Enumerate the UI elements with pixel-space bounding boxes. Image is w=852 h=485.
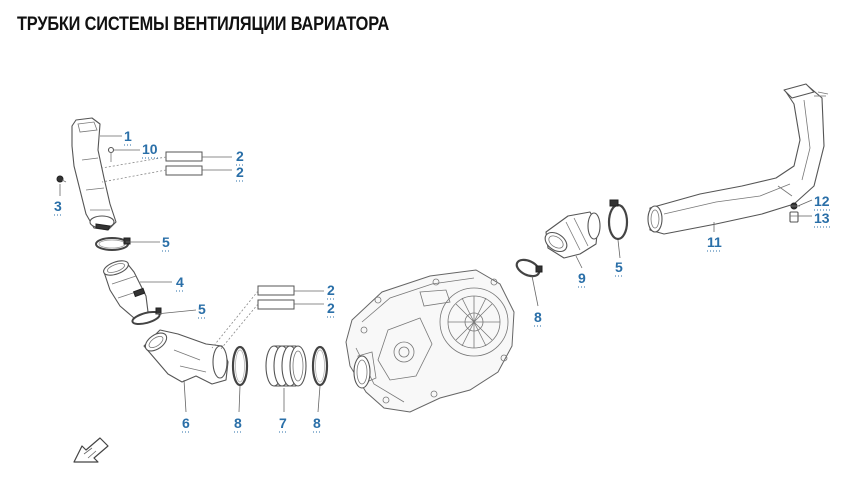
variator-cover-housing	[345, 269, 515, 413]
part-8-clamp-right	[515, 258, 543, 278]
callout-2-lower-2: 2	[327, 300, 335, 316]
callout-11: 11	[707, 234, 722, 250]
callout-5-right: 5	[615, 259, 623, 275]
callout-4: 4	[176, 274, 184, 290]
callout-5-middle: 5	[198, 301, 206, 317]
callout-3: 3	[54, 198, 62, 214]
callout-10: 10	[142, 141, 158, 157]
part-6-elbow-pipe	[143, 329, 229, 385]
part-1-intake-duct	[71, 117, 117, 231]
callout-2-lower-1: 2	[327, 282, 335, 298]
callout-2-upper-2: 2	[236, 164, 244, 180]
part-8-clamp-middle	[311, 345, 329, 387]
callout-9: 9	[578, 270, 586, 286]
part-2-spacer-lower-1	[257, 285, 295, 296]
callout-13: 13	[814, 210, 830, 226]
part-10-screw	[107, 146, 115, 162]
part-2-spacer-upper-1	[165, 151, 203, 162]
callout-8-right: 8	[534, 309, 542, 325]
part-7-corrugated-sleeve	[265, 345, 307, 387]
part-2-spacer-upper-2	[165, 165, 203, 176]
part-9-rubber-elbow	[544, 211, 601, 259]
part-13-bushing	[789, 211, 799, 223]
callout-7: 7	[279, 415, 287, 431]
front-direction-arrow-icon	[73, 437, 109, 463]
part-8-clamp-left	[231, 345, 249, 387]
callout-5-upper: 5	[162, 234, 170, 250]
part-4-coupling	[103, 260, 149, 319]
part-11-intake-tube	[647, 83, 829, 235]
callout-8-left: 8	[234, 415, 242, 431]
callout-6: 6	[182, 415, 190, 431]
page-title: ТРУБКИ СИСТЕМЫ ВЕНТИЛЯЦИИ ВАРИАТОРА	[17, 14, 390, 35]
callout-2-upper-1: 2	[236, 148, 244, 164]
callout-8-middle: 8	[313, 415, 321, 431]
part-5-clamp-right	[607, 199, 629, 241]
callout-1: 1	[124, 128, 132, 144]
part-2-spacer-lower-2	[257, 299, 295, 310]
callout-12: 12	[814, 193, 830, 209]
part-5-clamp-upper	[95, 237, 131, 251]
part-12-clip	[790, 202, 800, 210]
part-3-bolt	[56, 175, 67, 183]
